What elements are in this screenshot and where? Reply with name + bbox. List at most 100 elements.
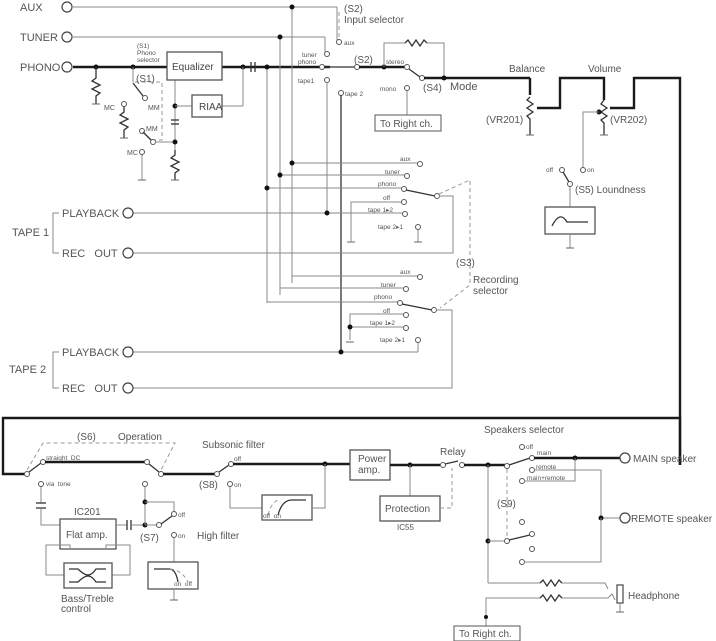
ic201-label: IC201 xyxy=(74,507,101,518)
mode-switch xyxy=(354,38,530,115)
s3a-pos-tape12: tape 1▸2 xyxy=(368,207,393,214)
loudness-curve-block xyxy=(544,206,596,235)
main-speaker-terminal[interactable] xyxy=(619,452,631,464)
tape2-rec-out-label: REC OUT xyxy=(62,383,118,395)
tape1-playback-label: PLAYBACK xyxy=(62,208,120,220)
via-tone-label: via tone xyxy=(46,481,71,488)
protection-ic-label: IC55 xyxy=(397,523,414,532)
s3a-pos-tuner: tuner xyxy=(385,169,401,176)
s2-pos-tape2: tape 2 xyxy=(345,91,363,98)
remote-speaker-label: REMOTE speaker xyxy=(631,514,713,525)
s3b-pos-phono: phono xyxy=(374,294,392,301)
headphone-jack-symbol xyxy=(616,584,624,604)
s9-pos-off: off xyxy=(526,444,533,451)
recording-selector-wiring xyxy=(133,130,471,389)
straight-dc-label: straight DC xyxy=(46,455,81,462)
mc-label-1: MC xyxy=(104,105,115,112)
protection-block xyxy=(379,495,441,522)
s3a-pos-aux: aux xyxy=(400,156,411,163)
s2-pos-tape1: tape1 xyxy=(298,78,315,85)
s2-pos-phono: phono xyxy=(298,59,316,66)
tuner-input-jack[interactable] xyxy=(61,31,73,43)
mode-mono-label: mono xyxy=(380,86,397,93)
protection-label: Protection xyxy=(385,504,430,515)
mode-switch-id: (S4) xyxy=(423,83,442,94)
aux-input-jack[interactable] xyxy=(61,1,73,13)
tuner-label: TUNER xyxy=(20,32,58,44)
s1-caption-id: (S1) xyxy=(137,43,149,50)
aux-label: AUX xyxy=(20,2,43,14)
phono-input-jack[interactable] xyxy=(61,61,73,73)
main-speaker-label: MAIN speaker xyxy=(633,454,697,465)
riaa-block xyxy=(191,94,223,118)
subsonic-curve-labels: off on xyxy=(263,513,281,520)
s2-pos-tuner: tuner xyxy=(302,52,318,59)
mode-label: Mode xyxy=(450,81,478,93)
tape1-rec-out-jack[interactable] xyxy=(122,247,134,259)
bass-treble-label-1: Bass/Treble xyxy=(61,594,114,605)
high-filter-label: High filter xyxy=(197,531,240,542)
bass-treble-label-2: control xyxy=(61,604,91,615)
high-filter-curve-block xyxy=(147,561,199,590)
flat-amp-label: Flat amp. xyxy=(66,530,108,541)
s9-pos-main-remote: main+remote xyxy=(527,475,565,482)
input-selector-switch xyxy=(319,12,354,350)
tone-section xyxy=(36,481,199,601)
loudness-off-label: off xyxy=(546,167,553,174)
recording-selector-label-2: selector xyxy=(473,286,509,297)
s3-id: (S3) xyxy=(456,258,475,269)
tape1-rec-out-label: REC OUT xyxy=(62,248,118,260)
loudness-on-label: on xyxy=(587,167,595,174)
subsonic-filter-label: Subsonic filter xyxy=(202,440,265,451)
equalizer-block xyxy=(166,51,223,81)
phono-section xyxy=(90,51,256,181)
s2-switch-id: (S2) xyxy=(354,55,373,66)
mc-label-2: MC xyxy=(127,150,138,157)
s3a-pos-phono: phono xyxy=(378,181,396,188)
s3b-pos-tape12: tape 1▸2 xyxy=(370,320,395,327)
s3b-pos-tape21: tape 2▸1 xyxy=(380,337,405,344)
main-signal-path xyxy=(1,416,682,626)
operation-label: Operation xyxy=(118,432,162,443)
s3a-pos-off: off xyxy=(383,195,390,202)
mm-label-1: MM xyxy=(148,105,160,112)
power-amp-label-1: Power xyxy=(358,454,387,465)
s3a-pos-tape21: tape 2▸1 xyxy=(378,224,403,231)
loudness-label: (S5) Loundness xyxy=(575,185,646,196)
tape2-playback-jack[interactable] xyxy=(122,346,134,358)
bus-dots xyxy=(93,4,295,70)
s3b-pos-aux: aux xyxy=(400,269,411,276)
recording-selector-label-1: Recording xyxy=(473,275,519,286)
s6-id: (S6) xyxy=(77,432,96,443)
headphone-label: Headphone xyxy=(628,591,680,602)
volume-label: Volume xyxy=(588,64,622,75)
tape2-name: TAPE 2 xyxy=(9,364,46,376)
input-selector-name: Input selector xyxy=(344,15,405,26)
to-right-ch-box-top xyxy=(374,114,442,132)
s8-on-label: on xyxy=(234,482,242,489)
s2-pos-aux: aux xyxy=(344,40,355,47)
tape1-name: TAPE 1 xyxy=(12,227,49,239)
s8-id: (S8) xyxy=(199,480,218,491)
s9-pos-remote: remote xyxy=(536,464,557,471)
s9-pos-main: main xyxy=(537,450,551,457)
remote-speaker-terminal[interactable] xyxy=(619,512,631,524)
labels: AUX TUNER PHONO (S1) Phono selector (S1)… xyxy=(9,2,713,641)
flat-amp-block xyxy=(59,518,117,550)
power-amp-label-2: amp. xyxy=(358,465,380,476)
s7-off-label: off xyxy=(178,512,185,519)
s1-caption-phono: Phono xyxy=(137,50,156,57)
s1-caption-selector: selector xyxy=(137,57,161,64)
tape2-rec-out-jack[interactable] xyxy=(122,382,134,394)
mode-stereo-label: stereo xyxy=(386,59,404,66)
tape1-playback-jack[interactable] xyxy=(122,207,134,219)
s8-off-label: off xyxy=(234,456,241,463)
to-right-ch-box-bottom xyxy=(453,625,521,641)
equalizer-label: Equalizer xyxy=(172,62,214,73)
riaa-label: RIAA xyxy=(199,102,223,113)
s9-id: (S9) xyxy=(497,499,516,510)
phono-label: PHONO xyxy=(20,62,61,74)
high-filter-curve-labels: on off xyxy=(174,581,192,588)
balance-volume-section xyxy=(525,76,682,465)
